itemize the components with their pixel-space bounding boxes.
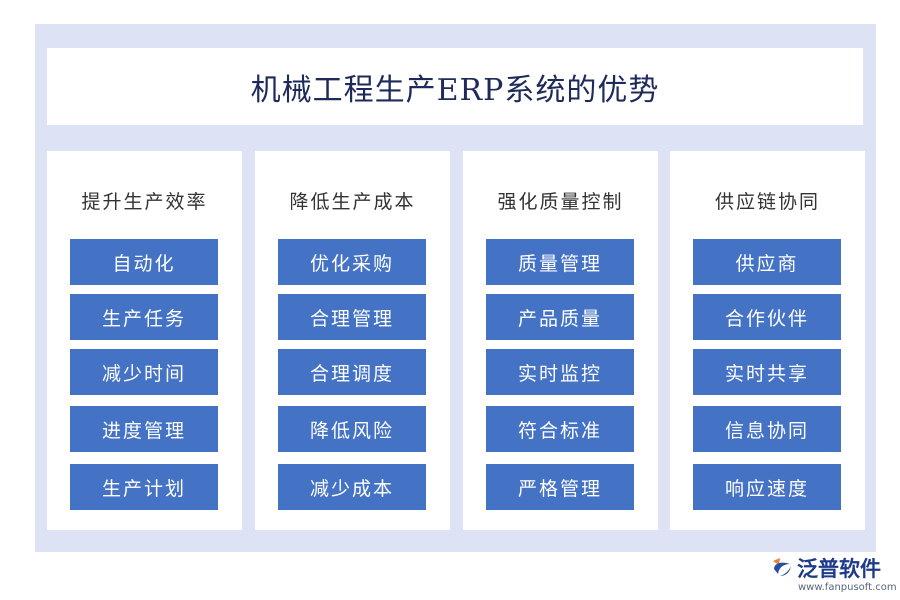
item-box: 实时共享 xyxy=(693,349,841,395)
item-box: 信息协同 xyxy=(693,406,841,452)
title-box: 机械工程生产ERP系统的优势 xyxy=(47,48,863,125)
item-box: 严格管理 xyxy=(486,464,634,510)
item-box: 进度管理 xyxy=(70,406,218,452)
item-box: 降低风险 xyxy=(278,406,426,452)
brand-url: www.fanpusoft.com xyxy=(798,582,897,593)
item-box: 合理管理 xyxy=(278,294,426,340)
item-box: 产品质量 xyxy=(486,294,634,340)
item-box: 生产任务 xyxy=(70,294,218,340)
column-cost: 降低生产成本 优化采购 合理管理 合理调度 降低风险 减少成本 xyxy=(255,151,450,530)
brand-logo: 泛普软件 www.fanpusoft.com xyxy=(770,553,897,597)
item-box: 符合标准 xyxy=(486,406,634,452)
item-box: 响应速度 xyxy=(693,464,841,510)
column-heading: 降低生产成本 xyxy=(289,191,416,213)
item-box: 减少成本 xyxy=(278,464,426,510)
item-box: 合理调度 xyxy=(278,349,426,395)
column-efficiency: 提升生产效率 自动化 生产任务 减少时间 进度管理 生产计划 xyxy=(47,151,242,530)
item-box: 优化采购 xyxy=(278,239,426,285)
fanpu-logo-icon xyxy=(773,558,791,576)
column-heading: 提升生产效率 xyxy=(81,191,208,213)
item-box: 生产计划 xyxy=(70,464,218,510)
item-box: 实时监控 xyxy=(486,349,634,395)
brand-name: 泛普软件 xyxy=(797,557,881,581)
item-box: 质量管理 xyxy=(486,239,634,285)
item-box: 减少时间 xyxy=(70,349,218,395)
item-box: 自动化 xyxy=(70,239,218,285)
item-box: 合作伙伴 xyxy=(693,294,841,340)
diagram-title: 机械工程生产ERP系统的优势 xyxy=(250,72,660,108)
column-supply-chain: 供应链协同 供应商 合作伙伴 实时共享 信息协同 响应速度 xyxy=(670,151,865,530)
column-heading: 供应链协同 xyxy=(714,191,820,213)
item-box: 供应商 xyxy=(693,239,841,285)
column-heading: 强化质量控制 xyxy=(497,191,624,213)
column-quality: 强化质量控制 质量管理 产品质量 实时监控 符合标准 严格管理 xyxy=(463,151,658,530)
